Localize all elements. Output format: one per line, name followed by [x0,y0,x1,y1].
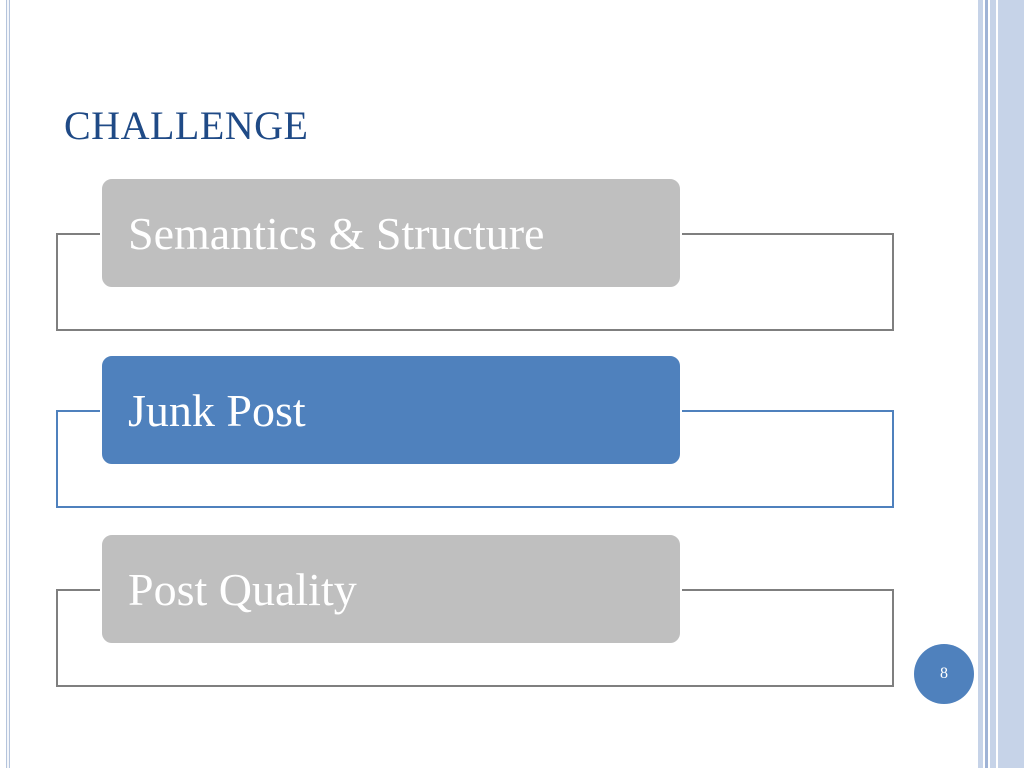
list-item-junk-post: Junk Post [100,354,682,466]
page-number: 8 [940,665,948,682]
slide-title: CHALLENGE [64,103,309,148]
item-label: Semantics & Structure [128,207,545,259]
left-border-decoration [6,0,10,768]
page-number-badge: 8 [914,644,974,704]
item-label: Junk Post [128,384,306,436]
item-label: Post Quality [128,563,357,615]
stripe [978,0,983,768]
right-stripes-decoration [976,0,1024,768]
list-item-semantics-structure: Semantics & Structure [100,177,682,289]
list-item-post-quality: Post Quality [100,533,682,645]
stripe [985,0,988,768]
stripe [990,0,996,768]
stripe [998,0,1024,768]
